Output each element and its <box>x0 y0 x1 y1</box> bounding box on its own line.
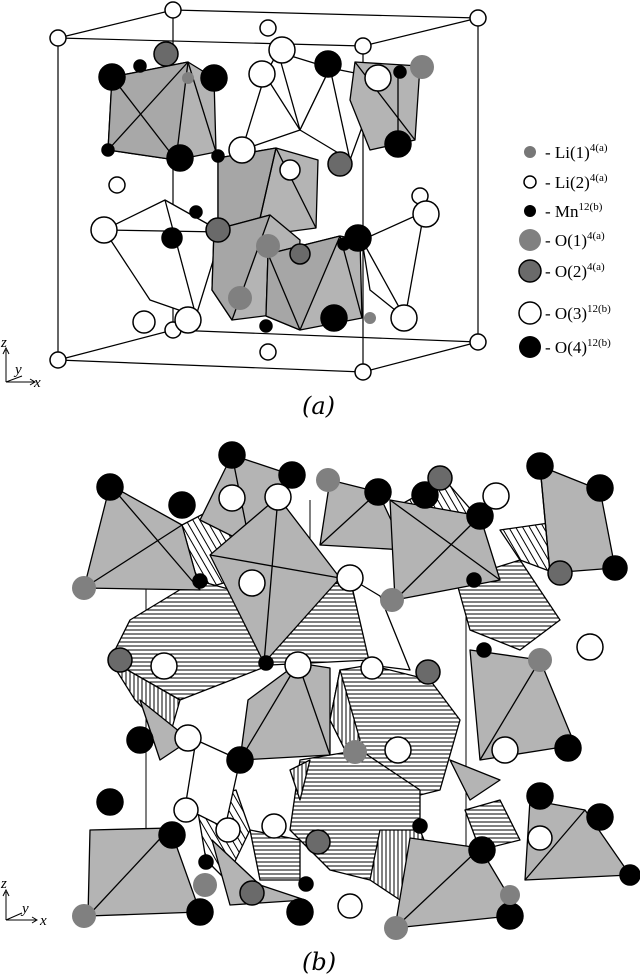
atoms-a <box>49 1 487 381</box>
o2-marker-icon <box>518 259 542 283</box>
svg-text:- O(1)4(a): - O(1)4(a) <box>545 230 605 250</box>
axis-z-label-a: z <box>0 335 7 351</box>
axis-x-label-b: x <box>39 913 47 929</box>
panel-a: z y x (a) <box>0 1 487 420</box>
svg-text:- O(4)12(b): - O(4)12(b) <box>545 337 611 357</box>
axes-a: z y x <box>0 335 41 391</box>
legend-item-o1: - O(1)4(a) <box>519 229 605 251</box>
legend-item-li1: - Li(1)4(a) <box>524 142 608 162</box>
legend-item-mn: - Mn12(b) <box>524 201 603 221</box>
atoms-b <box>72 441 640 940</box>
li1-marker-icon <box>524 146 536 158</box>
axis-z-label-b: z <box>0 876 7 892</box>
svg-text:- Mn12(b): - Mn12(b) <box>545 201 603 221</box>
axis-x-label-a: x <box>33 375 41 391</box>
mn-marker-icon <box>524 205 536 217</box>
caption-a: (a) <box>302 392 335 420</box>
panel-b: z y x (b) <box>0 441 640 976</box>
caption-b: (b) <box>302 948 336 976</box>
o3-marker-icon <box>518 301 542 325</box>
svg-text:- O(2)4(a): - O(2)4(a) <box>545 261 605 281</box>
legend-item-li2: - Li(2)4(a) <box>523 172 608 192</box>
o1-marker-icon <box>519 229 541 251</box>
legend-item-o2: - O(2)4(a) <box>518 259 605 283</box>
svg-text:- Li(1)4(a): - Li(1)4(a) <box>545 142 608 162</box>
axis-y-label-b: y <box>20 901 29 917</box>
o4-marker-icon <box>519 336 541 358</box>
legend: - Li(1)4(a) - Li(2)4(a) - Mn12(b) - O(1)… <box>518 142 611 358</box>
legend-item-o4: - O(4)12(b) <box>519 336 611 358</box>
polyhedra-a <box>103 51 425 331</box>
svg-text:- Li(2)4(a): - Li(2)4(a) <box>545 172 608 192</box>
svg-text:- O(3)12(b): - O(3)12(b) <box>545 303 611 323</box>
legend-item-o3: - O(3)12(b) <box>518 301 611 325</box>
axes-b: z y x <box>0 876 47 929</box>
axis-y-label-a: y <box>13 362 22 378</box>
li2-marker-icon <box>523 175 537 189</box>
